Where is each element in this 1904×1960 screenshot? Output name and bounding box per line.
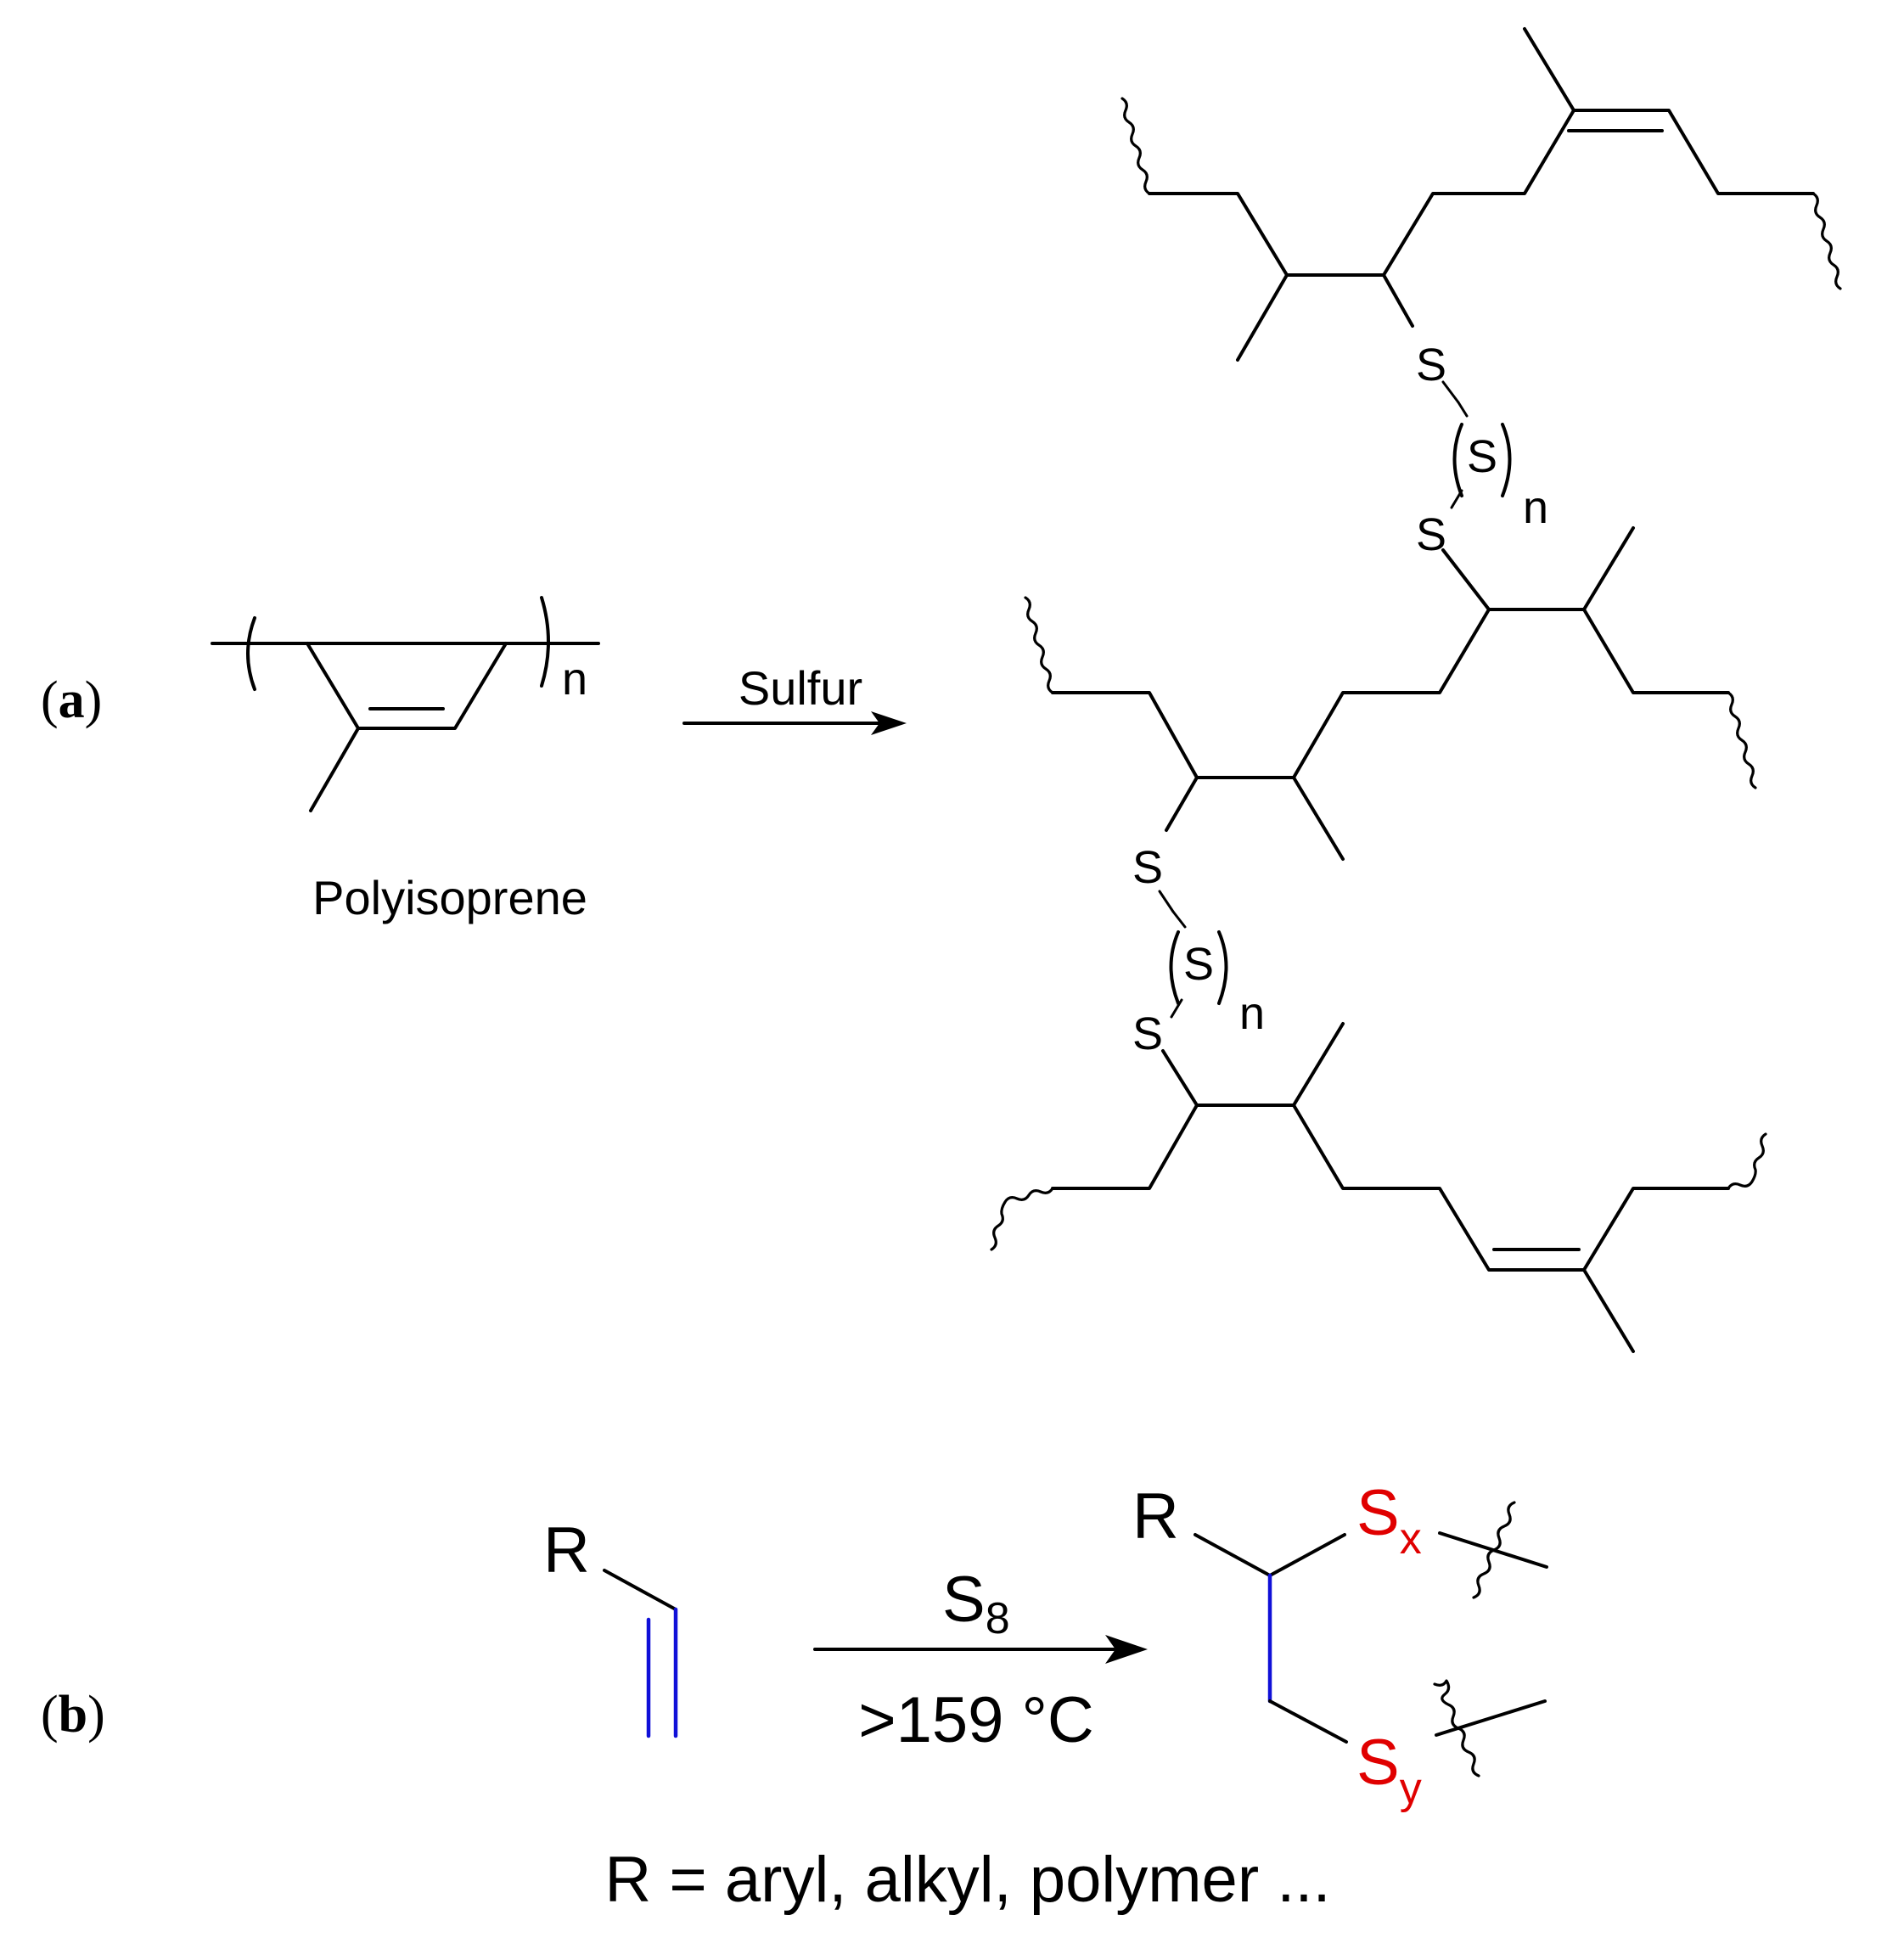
cut-wavy-y xyxy=(1433,1679,1480,1777)
panel-a-label: (a) xyxy=(41,671,102,729)
panel-a: (a) n Polyisoprene Sulfur xyxy=(41,27,1842,1353)
chain-end-wavy xyxy=(1811,192,1842,290)
bridge-subscript: n xyxy=(1239,988,1265,1039)
polyisoprene-name: Polyisoprene xyxy=(312,871,587,924)
sulfur-atom: S xyxy=(1416,340,1446,390)
cut-wavy-x xyxy=(1472,1501,1516,1599)
vulcanized-network xyxy=(990,27,1842,1353)
chain-end-wavy xyxy=(1727,691,1757,789)
sulfur-x-chain: Sx xyxy=(1356,1477,1422,1564)
chain-end-wavy xyxy=(1024,596,1054,694)
chain-end-wavy xyxy=(1727,1132,1767,1190)
reaction-arrow-a xyxy=(682,711,907,735)
bridge-subscript: n xyxy=(1523,482,1548,533)
reagent-sulfur-label: Sulfur xyxy=(739,661,862,715)
reaction-temperature: >159 °C xyxy=(858,1684,1094,1756)
r-definition-footnote: R = aryl, alkyl, polymer ... xyxy=(604,1844,1330,1916)
polyisoprene-structure xyxy=(211,596,600,812)
sulfur-y-chain: Sy xyxy=(1356,1727,1422,1813)
r-group-reactant: R xyxy=(543,1514,590,1587)
chain-end-wavy xyxy=(990,1187,1054,1251)
sulfur-atom: S xyxy=(1132,842,1163,893)
sulfur-atom: S xyxy=(1183,939,1214,990)
reagent-s8: S8 xyxy=(942,1564,1010,1643)
reaction-arrow-b xyxy=(813,1635,1148,1664)
r-group-product: R xyxy=(1132,1480,1179,1553)
sulfur-atom: S xyxy=(1416,509,1446,560)
polyisoprene-repeat-subscript: n xyxy=(562,654,587,705)
r-bond xyxy=(603,1569,677,1611)
panel-b-label: (b) xyxy=(41,1686,105,1744)
chain-end-wavy xyxy=(1120,97,1151,195)
sulfur-atom: S xyxy=(1132,1008,1163,1059)
sulfur-atom: S xyxy=(1467,431,1497,482)
panel-b: (b) R S8 >159 °C R Sx Sy R = ar xyxy=(41,1477,1548,1916)
